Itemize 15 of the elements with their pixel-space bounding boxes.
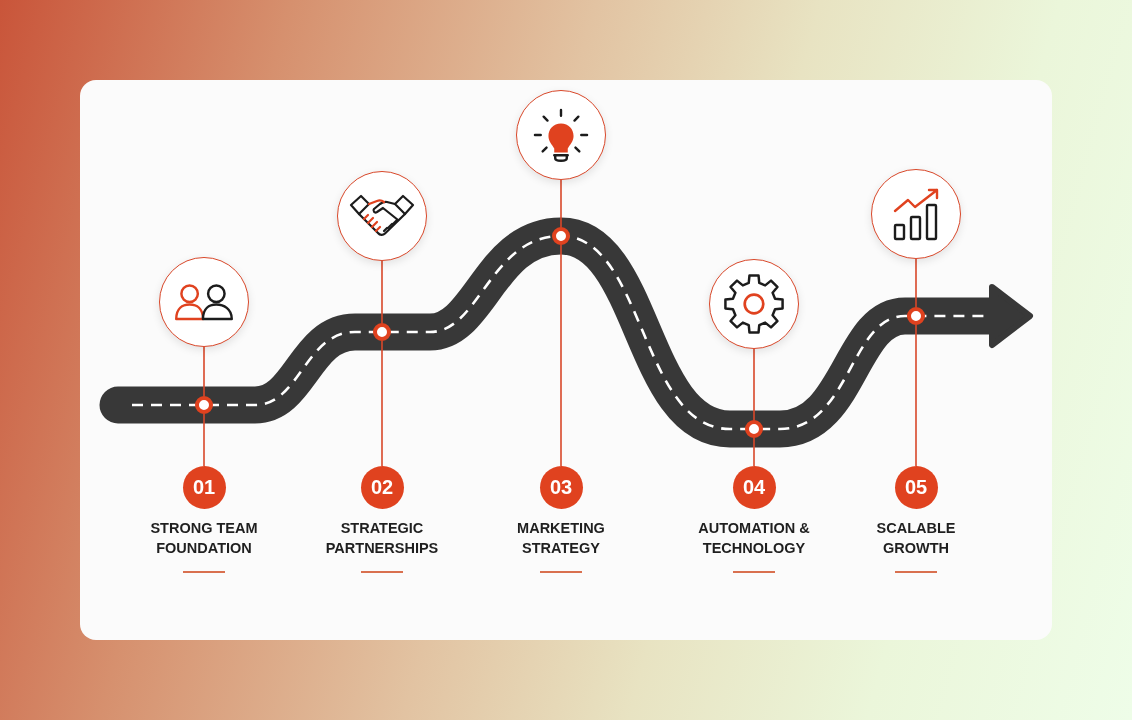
step-title: SCALABLE GROWTH xyxy=(876,520,956,556)
connector-line xyxy=(915,324,917,467)
connector-line xyxy=(915,258,917,308)
step-title: STRATEGIC PARTNERSHIPS xyxy=(325,520,439,556)
connector-line xyxy=(560,244,562,467)
step-title: MARKETING STRATEGY xyxy=(517,520,605,556)
connector-line xyxy=(560,179,562,228)
step-title: STRONG TEAM FOUNDATION xyxy=(150,520,258,556)
connector-line xyxy=(381,340,383,467)
connector-line xyxy=(203,346,205,397)
connector-line xyxy=(203,413,205,467)
connector-line xyxy=(753,437,755,467)
connector-line xyxy=(753,348,755,421)
step-title: AUTOMATION & TECHNOLOGY xyxy=(698,520,810,556)
connector-line xyxy=(381,260,383,324)
